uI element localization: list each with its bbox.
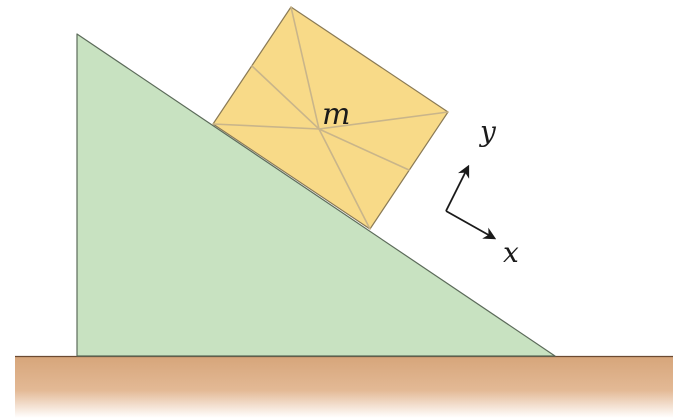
y-axis-label: y	[478, 115, 497, 148]
block: m	[212, 6, 449, 230]
ground	[15, 356, 673, 418]
x-axis-label: x	[503, 236, 519, 269]
wrap-line-2	[318, 111, 449, 130]
y-axis-arrow	[445, 164, 470, 212]
mass-label: m	[322, 97, 350, 132]
wrap-line-1	[212, 123, 320, 130]
wrap-line-3	[290, 6, 320, 130]
inclined-plane	[76, 33, 556, 357]
x-axis-arrow	[445, 210, 497, 240]
wrap-line-5	[251, 65, 320, 130]
wrap-line-4	[318, 128, 371, 230]
wrap-line-6	[318, 128, 410, 171]
coordinate-axes: y x	[445, 115, 519, 269]
